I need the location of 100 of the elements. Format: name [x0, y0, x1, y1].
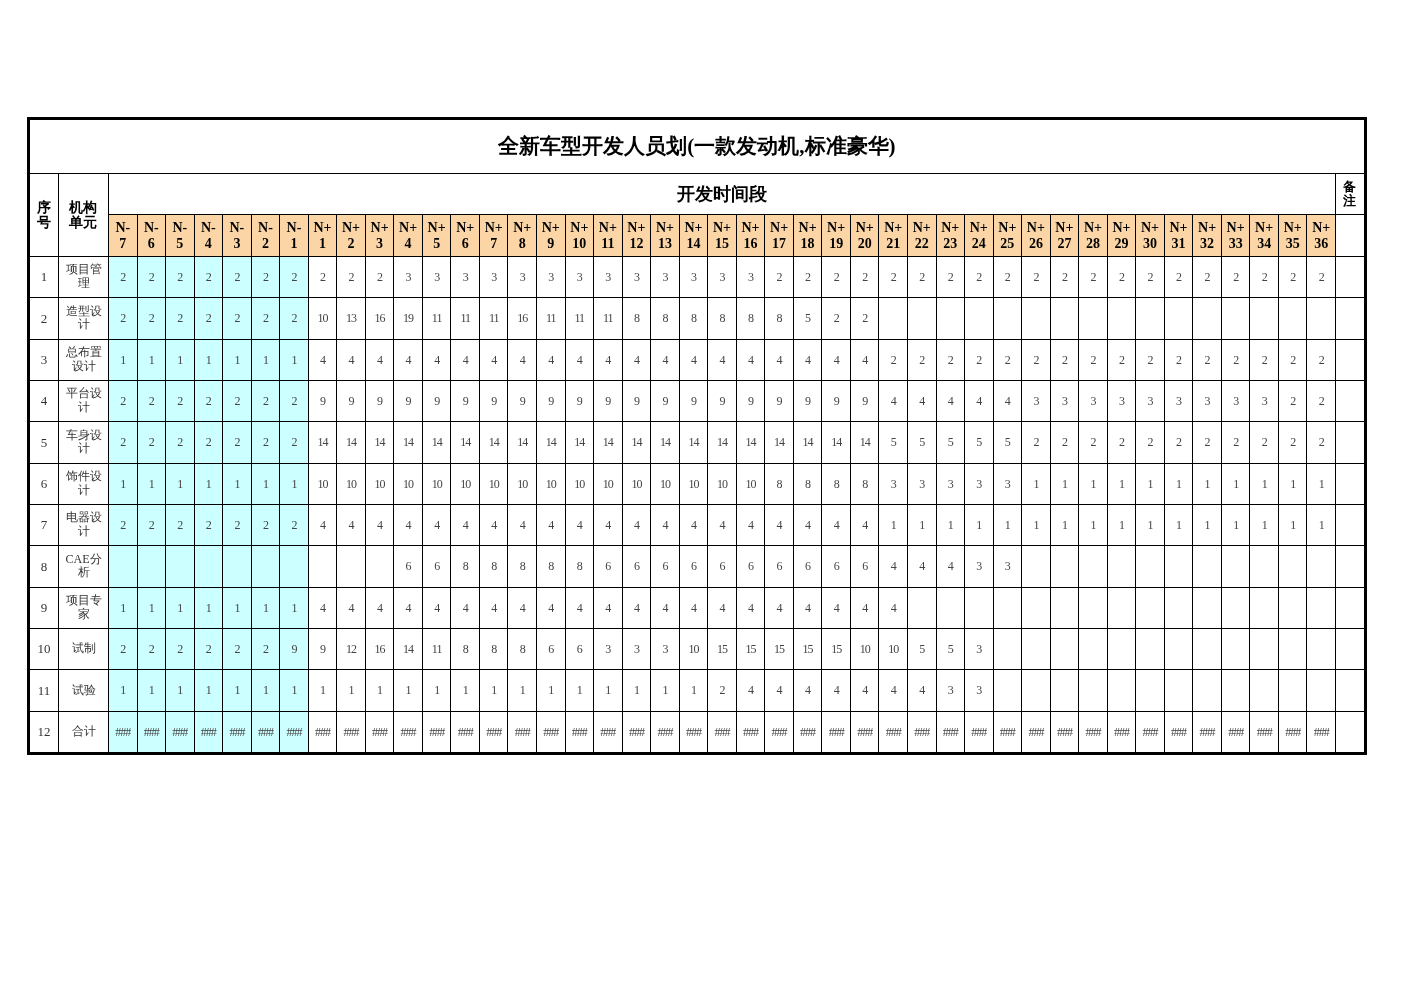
table-cell: 试验	[59, 670, 108, 711]
table-cell: 4	[565, 505, 594, 546]
header-cell: N+33	[1221, 215, 1250, 256]
table-cell: 4	[879, 587, 907, 628]
table-cell: 1	[308, 670, 337, 711]
table-cell: 4	[422, 505, 451, 546]
table-cell: ###	[565, 711, 594, 752]
table-cell: 2	[280, 505, 308, 546]
header-cell: N+15	[708, 215, 736, 256]
table-cell: ###	[1079, 711, 1107, 752]
table-cell: 12	[337, 629, 365, 670]
table-cell: 11	[30, 670, 58, 711]
table-cell: 4	[879, 381, 907, 422]
table-cell: 1	[280, 587, 308, 628]
table-cell: 4	[879, 670, 907, 711]
table-cell: 4	[508, 587, 536, 628]
table-cell: 4	[736, 670, 765, 711]
table-cell: ###	[451, 711, 479, 752]
table-cell: 4	[993, 381, 1022, 422]
table-cell: 1	[422, 670, 451, 711]
table-cell: 6	[736, 546, 765, 587]
table-cell: 6	[422, 546, 451, 587]
table-cell: ###	[166, 711, 194, 752]
table-cell: 2	[993, 257, 1022, 298]
header-cell: N+17	[765, 215, 793, 256]
table-cell: 14	[594, 422, 622, 463]
table-cell: 2	[1136, 257, 1164, 298]
table-cell: 3	[565, 257, 594, 298]
table-cell: 10	[537, 463, 565, 504]
table-cell: 2	[194, 381, 223, 422]
table-cell: 4	[394, 587, 422, 628]
header-cell: N+16	[736, 215, 765, 256]
table-cell: 2	[109, 505, 137, 546]
table-cell: 4	[936, 381, 965, 422]
table-cell: 4	[565, 587, 594, 628]
table-cell: 4	[451, 339, 479, 380]
table-cell: 4	[365, 339, 394, 380]
header-cell: N-5	[166, 215, 194, 256]
table-cell: 2	[793, 257, 822, 298]
table-cell: 4	[394, 505, 422, 546]
table-cell: 4	[651, 339, 679, 380]
table-cell: 3	[1250, 381, 1278, 422]
table-cell: 8	[508, 629, 536, 670]
table-cell: 2	[280, 257, 308, 298]
table-cell: 2	[936, 257, 965, 298]
table-cell: 3	[508, 257, 536, 298]
table-cell: 9	[651, 381, 679, 422]
table-cell: ###	[394, 711, 422, 752]
table-cell: 8	[451, 546, 479, 587]
table-cell: 2	[251, 298, 280, 339]
table-cell: 2	[337, 257, 365, 298]
table-cell: ###	[337, 711, 365, 752]
table-cell: 4	[822, 670, 850, 711]
table-cell: 2	[1221, 422, 1250, 463]
table-cell: 4	[594, 587, 622, 628]
table-cell: 1	[1221, 463, 1250, 504]
header-cell: N-1	[280, 215, 308, 256]
table-cell: 9	[679, 381, 708, 422]
table-cell: 2	[1164, 422, 1193, 463]
table-cell: 1	[1136, 505, 1164, 546]
table-cell: 11	[479, 298, 508, 339]
table-cell: 1	[965, 505, 993, 546]
table-cell: 2	[194, 505, 223, 546]
table-cell: 9	[479, 381, 508, 422]
table-cell: 4	[879, 546, 907, 587]
table-cell: 3	[422, 257, 451, 298]
table-cell: ###	[965, 711, 993, 752]
header-cell: N+4	[394, 215, 422, 256]
table-cell: 10	[30, 629, 58, 670]
table-cell: 5	[30, 422, 58, 463]
table-cell: ###	[993, 711, 1022, 752]
table-cell: 6	[793, 546, 822, 587]
table-cell: 1	[251, 587, 280, 628]
table-cell: 2	[109, 298, 137, 339]
table-cell: ###	[879, 711, 907, 752]
table-cell: 2	[1307, 381, 1335, 422]
table-cell: 3	[651, 629, 679, 670]
table-cell: 14	[651, 422, 679, 463]
table-cell: ###	[708, 711, 736, 752]
table-cell: 8	[793, 463, 822, 504]
table-cell: 1	[394, 670, 422, 711]
table-cell: 4	[907, 546, 936, 587]
table-cell: 3	[30, 339, 58, 380]
table-cell: 14	[365, 422, 394, 463]
table-cell: 14	[422, 422, 451, 463]
table-cell: 2	[223, 298, 251, 339]
table-cell: 9	[308, 381, 337, 422]
table-cell: ###	[679, 711, 708, 752]
table-cell: 4	[708, 587, 736, 628]
table-cell: 4	[337, 339, 365, 380]
table-cell: 1	[166, 670, 194, 711]
table-cell: 14	[394, 629, 422, 670]
table-cell: 2	[822, 298, 850, 339]
table-cell: 8	[822, 463, 850, 504]
table-cell: 9	[394, 381, 422, 422]
table-cell: 1	[1193, 505, 1221, 546]
table-cell: 15	[765, 629, 793, 670]
header-cell: N+11	[594, 215, 622, 256]
table-cell: 1	[1221, 505, 1250, 546]
header-cell: N+30	[1136, 215, 1164, 256]
